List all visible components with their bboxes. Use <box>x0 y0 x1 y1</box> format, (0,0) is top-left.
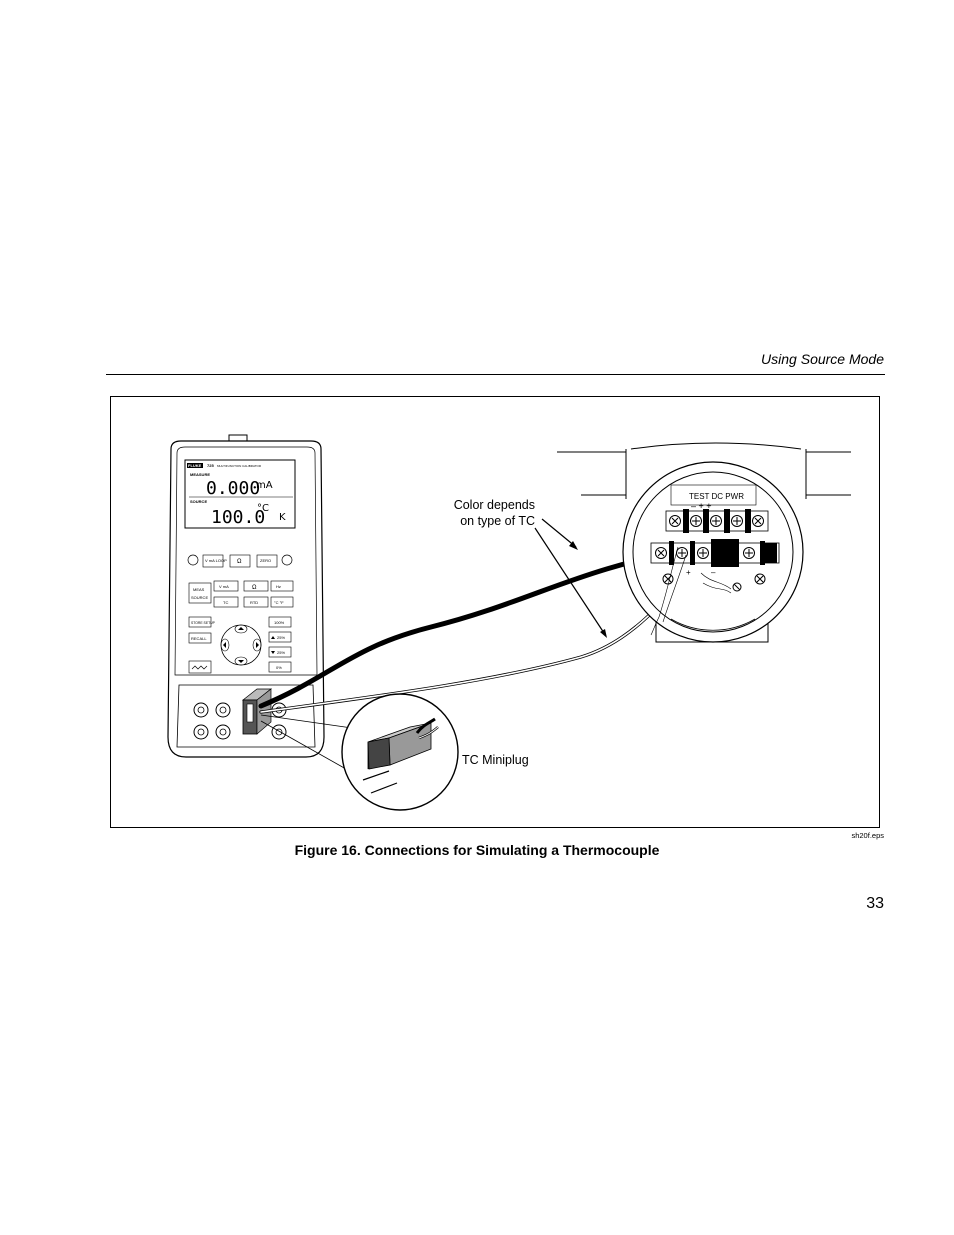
key-degrees: °C °F <box>274 600 284 605</box>
figure-caption: Figure 16. Connections for Simulating a … <box>294 842 660 858</box>
key-25-percent-up: 25% <box>277 635 285 640</box>
source-reading: 100.0 <box>211 507 265 528</box>
lead-black <box>258 547 694 709</box>
measure-label: MEASURE <box>190 472 210 477</box>
model-description: MULTIFUNCTION CALIBRATOR <box>217 464 262 468</box>
key-0-percent: 0% <box>276 665 282 670</box>
callout-tc-miniplug: TC Miniplug <box>462 753 529 767</box>
thermocouple-type: K <box>279 512 286 523</box>
arrow-to-black-lead <box>541 518 577 548</box>
key-zero: ZERO <box>260 558 271 563</box>
running-header: Using Source Mode <box>761 351 884 367</box>
key-25-percent-down: 25% <box>277 650 285 655</box>
figure-frame: FLUKE 725 MULTIFUNCTION CALIBRATOR MEASU… <box>110 396 880 828</box>
thermocouple-connection-illustration: FLUKE 725 MULTIFUNCTION CALIBRATOR MEASU… <box>167 434 851 811</box>
key-v-ma-loop: V mA LOOP <box>205 558 227 563</box>
terminal-polarity: – + + <box>691 501 712 511</box>
key-meas: MEAS <box>193 587 205 592</box>
terminal-block-label: TEST DC PWR <box>689 492 744 501</box>
key-v-ma: V mA <box>219 584 229 589</box>
key-100-percent: 100% <box>274 620 285 625</box>
power-button <box>187 554 199 566</box>
key-hz: Hz <box>276 584 281 589</box>
arrow-up-icon <box>238 627 244 630</box>
measure-reading: 0.000 <box>206 478 260 499</box>
transmitter: TEST DC PWR – + + <box>557 442 851 643</box>
step-down-icon <box>271 651 275 654</box>
key-ohm: Ω <box>237 559 242 565</box>
header-rule <box>106 374 885 375</box>
calibrator: FLUKE 725 MULTIFUNCTION CALIBRATOR MEASU… <box>167 434 325 758</box>
brand-logo: FLUKE <box>188 463 202 468</box>
lower-terminals: + – <box>650 539 780 577</box>
model-number: 725 <box>207 463 214 468</box>
ramp-key-icon <box>191 665 208 670</box>
figure-file-label: sh20f.eps <box>851 831 884 840</box>
upper-terminals <box>665 509 769 533</box>
step-up-icon <box>271 636 275 639</box>
key-ohm-2: Ω <box>252 585 257 591</box>
arrow-left-icon <box>223 642 226 648</box>
callout-lead-color-line1: Color depends <box>454 498 535 512</box>
tc-miniplug-detail <box>341 693 459 811</box>
key-tc: TC <box>223 600 228 605</box>
tc-miniplug-on-calibrator <box>241 688 273 735</box>
key-source: SOURCE <box>191 595 208 600</box>
arrow-down-icon <box>238 660 244 663</box>
source-label: SOURCE <box>190 499 207 504</box>
callout-lead-color-line2: on type of TC <box>460 514 535 528</box>
arrow-to-white-lead <box>534 527 605 634</box>
arrow-right-icon <box>256 642 259 648</box>
key-rtd: RTD <box>250 600 258 605</box>
key-recall: RECALL <box>191 636 207 641</box>
svg-text:–: – <box>711 568 716 577</box>
key-store-setup: STORE SETUP <box>191 621 216 625</box>
backlight-button <box>281 554 293 566</box>
svg-text:+: + <box>686 568 691 577</box>
measure-unit: mA <box>256 480 273 491</box>
source-unit: °C <box>257 503 269 514</box>
page-number: 33 <box>866 895 884 912</box>
